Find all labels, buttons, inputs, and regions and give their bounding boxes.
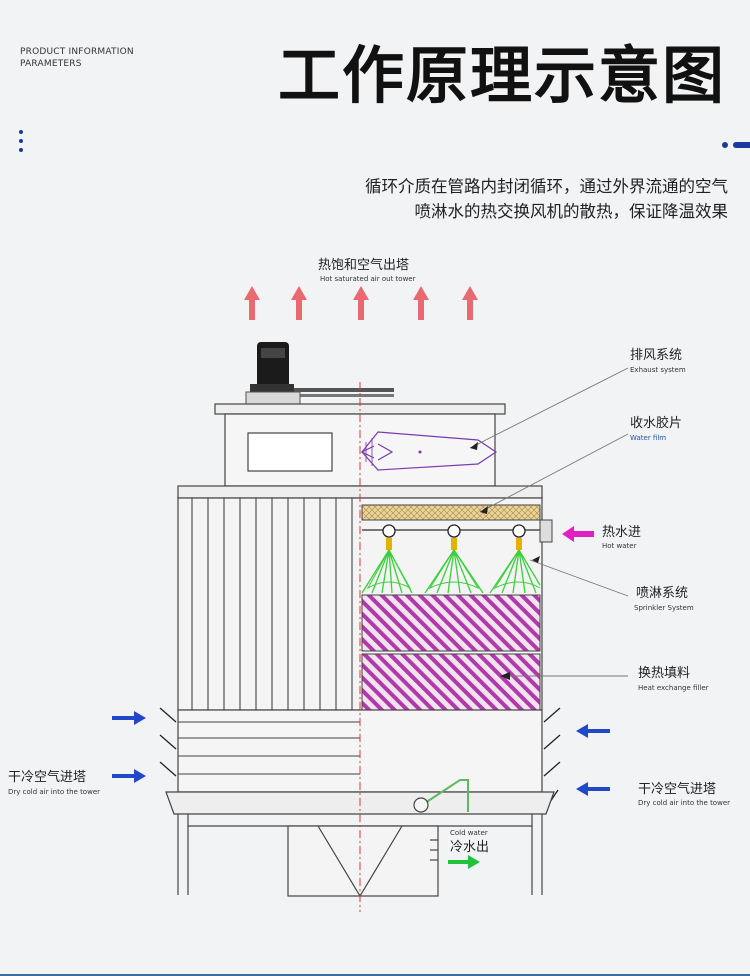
header-subtitle: PRODUCT INFORMATION PARAMETERS [20, 46, 134, 70]
hot-water-in-label: 热水进 [602, 525, 642, 540]
bottom-border [0, 974, 750, 976]
up-arrow-icon [244, 286, 260, 320]
cold-air-arrows [112, 711, 610, 796]
exhaust-system-sublabel: Exhaust system [630, 366, 686, 374]
up-arrow-icon [291, 286, 307, 320]
description-line2: 喷淋水的热交换风机的散热，保证降温效果 [414, 202, 729, 221]
page-title: 工作原理示意图 [277, 39, 726, 112]
sprinkler-system-sublabel: Sprinkler System [634, 604, 694, 612]
hot-water-arrow-icon [562, 526, 594, 542]
water-film-sublabel: Water film [630, 434, 667, 442]
left-air-in-label: 干冷空气进塔 [8, 770, 87, 785]
hot-water-in-sublabel: Hot water [602, 542, 637, 550]
description: 循环介质在管路内封闭循环，通过外界流通的空气 喷淋水的热交换风机的散热，保证降温… [268, 174, 728, 224]
water-film-label: 收水胶片 [630, 416, 683, 431]
filler-sublabel: Heat exchange filler [638, 684, 709, 692]
left-air-in-sublabel: Dry cold air into the tower [8, 788, 101, 796]
up-arrow-icon [413, 286, 429, 320]
header-subtitle-line1: PRODUCT INFORMATION [20, 47, 134, 57]
exhaust-system-label: 排风系统 [630, 348, 683, 363]
heat-exchange-filler-lower [361, 653, 541, 711]
sprinkler-system-label: 喷淋系统 [636, 586, 689, 601]
lower-louvers [178, 721, 360, 775]
louver-panel [191, 498, 353, 710]
hot-air-out-sublabel: Hot saturated air out tower [320, 275, 416, 283]
leader-lines [469, 367, 629, 677]
float-valve [413, 779, 469, 813]
cold-water-out-label: 冷水出 [450, 840, 490, 855]
inlet-fins [159, 707, 561, 809]
inspection-window [247, 432, 333, 472]
dots-icon [19, 130, 25, 157]
water-spray [361, 548, 541, 594]
hot-air-arrows [244, 286, 478, 320]
support-frame [177, 814, 543, 897]
filler-label: 换热填料 [638, 666, 691, 681]
hot-water-inlet [539, 519, 553, 543]
exhaust-fan [360, 431, 498, 471]
up-arrow-icon [462, 286, 478, 320]
cold-water-arrow-icon [448, 855, 480, 869]
hot-air-out-label: 热饱和空气出塔 [318, 258, 410, 273]
right-arrow-icon [112, 711, 146, 725]
cold-water-sublabel: Cold water [450, 829, 488, 837]
right-air-in-label: 干冷空气进塔 [638, 782, 717, 797]
up-arrow-icon [353, 286, 369, 320]
heat-exchange-filler-upper [361, 594, 541, 652]
right-air-in-sublabel: Dry cold air into the tower [638, 799, 731, 807]
water-film [361, 504, 541, 521]
right-arrow-icon [112, 769, 146, 783]
left-arrow-icon [576, 724, 610, 738]
description-line1: 循环介质在管路内封闭循环，通过外界流通的空气 [365, 177, 728, 196]
left-arrow-icon [576, 782, 610, 796]
spray-nozzles [382, 524, 526, 538]
header-subtitle-line2: PARAMETERS [20, 59, 82, 69]
fan-motor [245, 342, 394, 405]
